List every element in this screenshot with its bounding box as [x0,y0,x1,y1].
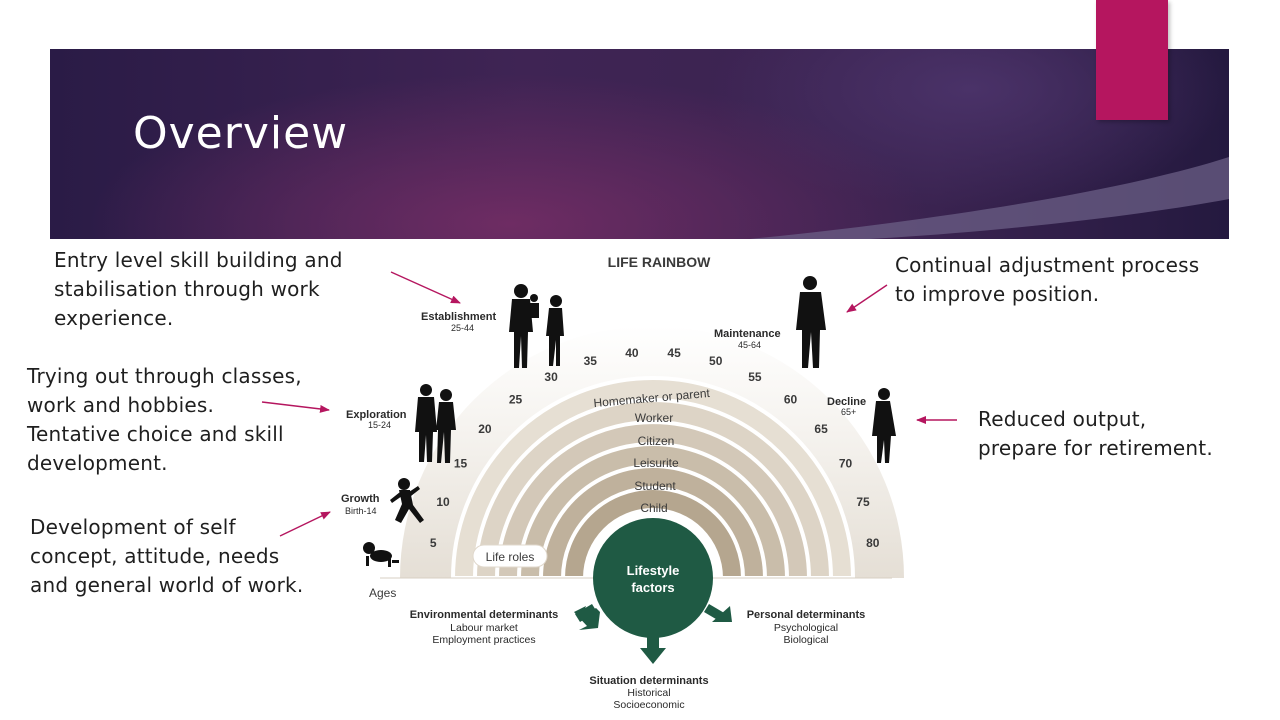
role-label-child: Child [640,501,667,515]
note-line: prepare for retirement. [978,436,1213,460]
ages-label: Ages [369,586,396,600]
note-line: stabilisation through work [54,277,320,301]
family-icon [509,284,564,368]
stage-growth-ages: Birth-14 [345,506,377,516]
age-tick-label: 65 [814,422,828,436]
determinant-item: Biological [784,634,829,646]
age-tick-label: 50 [709,354,723,368]
determinant-item: Employment practices [432,634,535,646]
note-line: Development of self [30,515,236,539]
stage-establishment-ages: 25-44 [451,323,474,333]
determinant-item: Labour market [450,622,518,634]
life-roles-pill [472,544,548,568]
age-tick-label: 60 [784,393,798,407]
environmental-arrow-shaft [575,604,597,622]
adult-man-icon [796,276,826,368]
arrow-exploration [261,401,330,413]
age-tick-label: 70 [839,456,853,470]
stage-maintenance-name: Maintenance [714,328,781,340]
age-tick-label: 35 [584,354,598,368]
young-couple-icon [415,384,456,463]
determinant-item: Socioeconomic [613,699,684,711]
age-tick-label: 15 [454,456,468,470]
note-establishment: Entry level skill building and stabilisa… [54,246,343,333]
child-running-icon [390,478,424,523]
lifestyle-label-line: Lifestyle [627,563,680,578]
stage-labels: Growth Birth-14 Exploration 15-24 Establ… [341,311,866,516]
role-label-citizen: Citizen [638,434,675,448]
determinant-item: Historical [627,687,670,699]
situation-arrow-icon [640,648,666,664]
note-line: to improve position. [895,282,1100,306]
page-title: Overview [133,108,349,159]
determinant-item: Psychological [774,622,838,634]
note-line: Trying out through classes, [27,364,302,388]
age-tick-label: 80 [866,536,880,550]
personal-determinants-title: Personal determinants [747,609,866,621]
note-line: and general world of work. [30,573,304,597]
note-maintenance: Continual adjustment process to improve … [895,251,1199,309]
situation-determinants-title: Situation determinants [589,675,708,687]
note-line: Continual adjustment process [895,253,1200,277]
age-ticks: 5 10 15 20 25 30 35 40 45 50 55 60 65 70 75 80 [430,346,880,550]
age-tick-label: 20 [478,422,492,436]
note-line: Entry level skill building and [54,248,343,272]
role-label-student: Student [634,479,676,493]
environmental-determinants-title: Environmental determinants [410,609,559,621]
role-label-worker: Worker [635,411,673,425]
lifestyle-factors-circle [593,518,713,638]
note-line: development. [27,451,168,475]
role-label-leisurite: Leisurite [633,456,679,470]
stage-growth-name: Growth [341,493,380,505]
stage-establishment-name: Establishment [421,311,497,323]
stage-exploration-ages: 15-24 [368,420,391,430]
note-exploration: Trying out through classes, work and hob… [27,362,302,478]
note-line: work and hobbies. [27,393,215,417]
note-decline: Reduced output, prepare for retirement. [978,405,1213,463]
arrow-establishment [390,271,461,304]
age-tick-label: 55 [748,370,762,384]
title-banner [50,49,1229,239]
accent-tab [1096,0,1168,120]
note-line: Reduced output, [978,407,1147,431]
stage-decline-name: Decline [827,396,866,408]
age-tick-label: 30 [544,370,558,384]
rainbow-title: LIFE RAINBOW [608,254,711,270]
elderly-woman-icon [872,388,896,463]
silhouettes [363,276,896,567]
note-line: experience. [54,306,174,330]
note-growth: Development of self concept, attitude, n… [30,513,303,600]
age-tick-label: 25 [509,393,523,407]
age-tick-label: 10 [436,495,450,509]
situation-arrow-shaft [647,636,659,650]
stage-decline-ages: 65+ [841,407,856,417]
arrow-growth [279,511,331,537]
note-line: concept, attitude, needs [30,544,280,568]
age-tick-label: 75 [856,495,870,509]
determinants: Environmental determinants Labour market… [410,609,866,711]
stage-exploration-name: Exploration [346,409,407,421]
arrow-maintenance [846,284,888,313]
personal-arrow-icon [712,606,732,622]
stage-maintenance-ages: 45-64 [738,340,761,350]
note-line: Tentative choice and skill [27,422,284,446]
age-tick-label: 40 [625,346,639,360]
banner-swoosh [750,157,1229,239]
lifestyle-label-line: factors [631,580,674,595]
age-tick-label: 5 [430,536,437,550]
annotation-arrows [261,271,957,537]
age-tick-label: 45 [667,346,681,360]
life-roles-label: Life roles [486,550,535,564]
baby-crawling-icon [363,542,399,567]
